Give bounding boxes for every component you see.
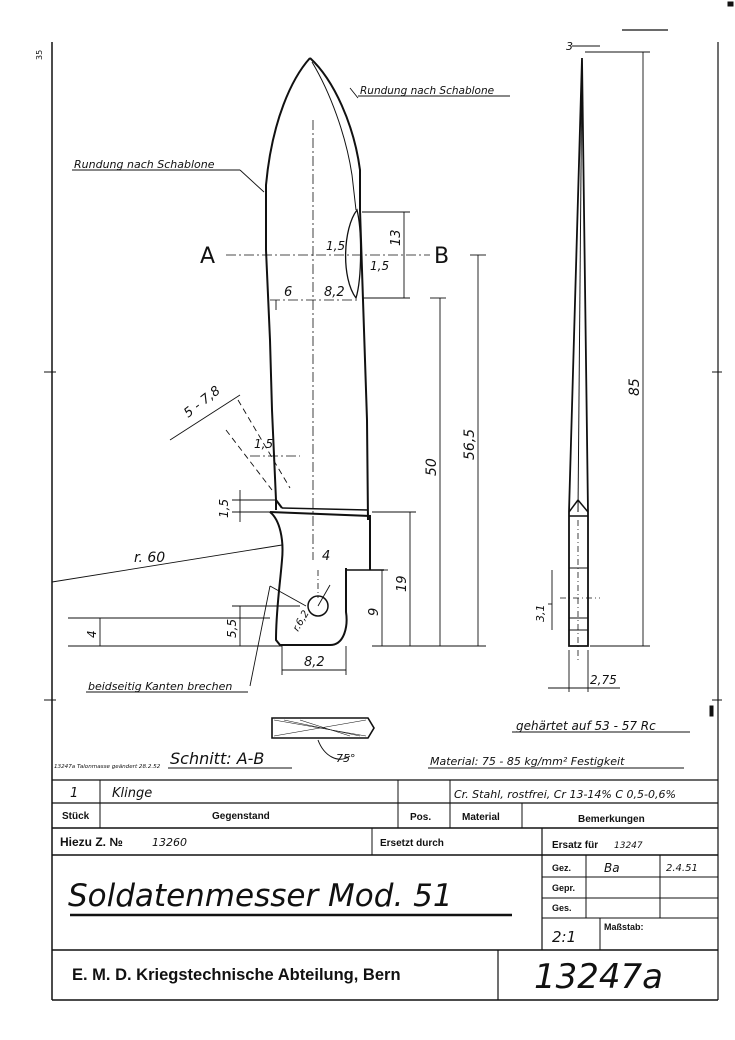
office-name: E. M. D. Kriegstechnische Abteilung, Ber…: [72, 966, 401, 984]
dim-9: 9: [367, 608, 382, 616]
replaced-by-label: Ersetzt durch: [380, 838, 444, 849]
center-lines: [226, 120, 430, 560]
note-edges: beidseitig Kanten brechen: [88, 680, 232, 693]
title-block-grid: [52, 779, 718, 1000]
title-row1-material: Cr. Stahl, rostfrei, Cr 13-14% C 0,5-0,6…: [454, 788, 676, 801]
dim-56-5: 56,5: [462, 429, 478, 460]
note-material-line: Material: 75 - 85 kg/mm² Festigkeit: [430, 755, 625, 768]
scale-value: 2:1: [552, 928, 576, 946]
note-hardened: gehärtet auf 53 - 57 Rc: [516, 719, 656, 733]
dim-r60: r. 60: [134, 550, 165, 566]
dim-5-5: 5,5: [225, 619, 239, 638]
header-remarks: Bemerkungen: [578, 814, 645, 825]
drawing-number: 13247a: [534, 957, 663, 997]
replacement-for-value: 13247: [614, 841, 643, 851]
dim-1-5-d: 1,5: [217, 499, 231, 518]
sig-label-3: Ges.: [552, 903, 572, 913]
dim-19: 19: [395, 575, 410, 592]
section-label-b: B: [434, 244, 449, 269]
side-mark: 35: [35, 50, 44, 60]
note-section-title: Schnitt: A-B: [170, 749, 264, 768]
note-revision: 13247a Talonmasse geändert 28.2.52: [54, 764, 161, 770]
header-item: Gegenstand: [212, 811, 270, 822]
drawing-annotations: Rundung nach Schablone Rundung nach Scha…: [54, 40, 656, 770]
header-qty: Stück: [62, 811, 90, 822]
note-section-angle: 75°: [336, 752, 356, 765]
note-rounding-back: Rundung nach Schablone: [74, 158, 215, 171]
dim-4-left: 4: [85, 630, 99, 638]
dim-1-5-a: 1,5: [326, 239, 345, 253]
sheet-border: [44, 1, 734, 1001]
section-label-a: A: [200, 244, 215, 269]
dim-8-2-bottom: 8,2: [304, 655, 325, 670]
dimension-lines: [51, 87, 510, 693]
sig-label-1: Gez.: [552, 863, 571, 873]
dim-6: 6: [284, 285, 292, 300]
title-row1-item: Klinge: [112, 786, 152, 801]
blade-side-view: [265, 57, 384, 646]
dim-85: 85: [627, 378, 643, 396]
dim-13: 13: [389, 229, 404, 246]
dim-8-2-top: 8,2: [324, 285, 345, 300]
title-block: 1 Klinge Cr. Stahl, rostfrei, Cr 13-14% …: [60, 786, 698, 997]
title-row1-qty: 1: [70, 786, 78, 801]
scale-label: Maßstab:: [604, 922, 644, 932]
dim-50: 50: [424, 458, 440, 476]
dim-r6-2: r.6,2: [291, 609, 312, 634]
dim-3: 3: [566, 40, 573, 53]
hiezu-value: 13260: [152, 836, 187, 849]
header-pos: Pos.: [410, 812, 431, 823]
hiezu-label: Hiezu Z. №: [60, 835, 123, 849]
blade-edge-view: [548, 45, 650, 692]
section-view: [168, 717, 690, 769]
replacement-for-label: Ersatz für: [552, 840, 598, 851]
dim-5-7-8: 5 - 7,8: [181, 384, 223, 422]
sig-name-1: Ba: [604, 861, 620, 875]
sig-date-1: 2.4.51: [666, 863, 698, 874]
dim-4-top: 4: [322, 549, 330, 564]
note-rounding-tip: Rundung nach Schablone: [360, 85, 494, 97]
dim-1-5-c: 1,5: [254, 437, 273, 451]
dim-2-75: 2,75: [590, 673, 617, 687]
dim-3-1: 3,1: [534, 605, 547, 623]
sig-label-2: Gepr.: [552, 883, 575, 893]
header-material: Material: [462, 812, 500, 823]
drawing-title: Soldatenmesser Mod. 51: [68, 878, 453, 914]
dim-1-5-b: 1,5: [370, 259, 389, 273]
